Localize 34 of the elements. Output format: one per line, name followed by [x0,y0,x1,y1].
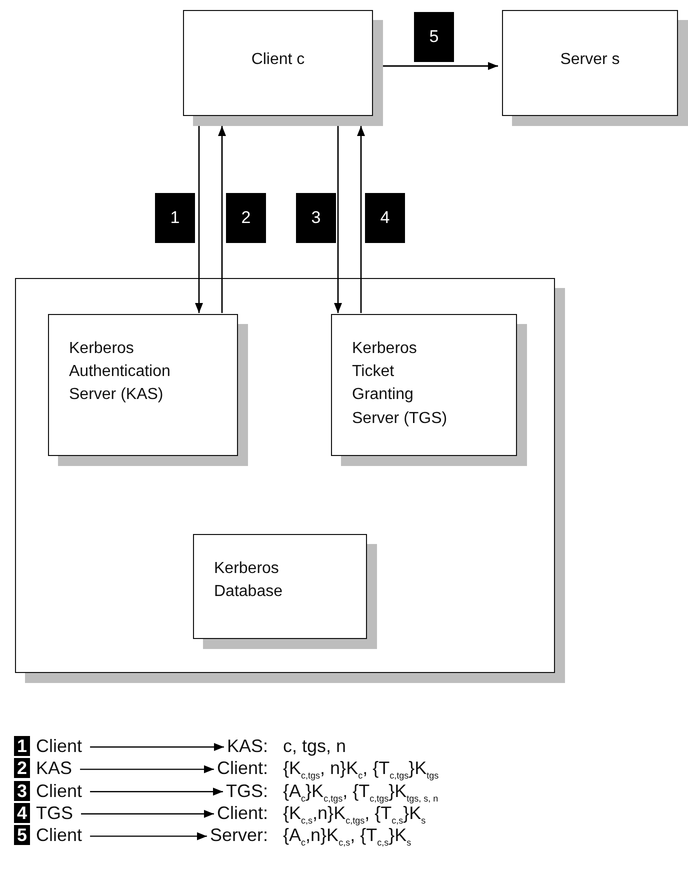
arrow [334,126,342,313]
arrow [218,126,226,313]
step-number: 1 [14,736,30,756]
receiver-label: TGS: [226,780,268,802]
arrow [357,126,365,313]
message-text: {A$_{c}$}K$_{c,tgs}$, {T$_{c,tgs}$}K$_{tgs, s, n}$ [283,780,438,806]
sender-label: Client [36,735,82,757]
edge-label: 4 [365,193,405,243]
edge-label: 2 [226,193,266,243]
edge-label: 1 [155,193,195,243]
message-text: {K$_{c,s}$,n}K$_{c,tgs}$, {T$_{c,s}$}K$_{s}$ [283,802,426,828]
edge-label: 5 [414,12,454,62]
receiver-label: Server: [210,824,268,846]
sender-label: Client [36,824,82,846]
step-number: 2 [14,758,30,778]
node-label: Server s [559,50,621,70]
message-text: {A$_{c}$,n}K$_{c,s}$, {T$_{c,s}$}K$_{s}$ [283,825,412,850]
message-text: c, tgs, n [283,735,346,757]
step-number: 5 [14,825,30,846]
sender-label: Client [36,780,82,802]
edge-label: 3 [296,193,336,243]
node-label: Kerberos Authentication Server (KAS) [69,339,172,406]
receiver-label: KAS: [226,735,268,757]
sender-label: KAS [36,757,72,780]
arrow [195,126,203,313]
receiver-label: Client: [216,757,268,780]
node-label: Client c [250,50,306,70]
sender-label: TGS [36,802,74,824]
node-label: Kerberos Database [214,559,284,602]
receiver-label: Client: [216,802,268,824]
message-text: {K$_{c,tgs}$, n}K$_{c}$, {T$_{c,tgs}$}K$_{tgs}$ [283,757,439,783]
step-number: 4 [14,802,30,823]
step-number: 3 [14,780,30,801]
node-label: Kerberos Ticket Granting Server (TGS) [352,339,448,429]
